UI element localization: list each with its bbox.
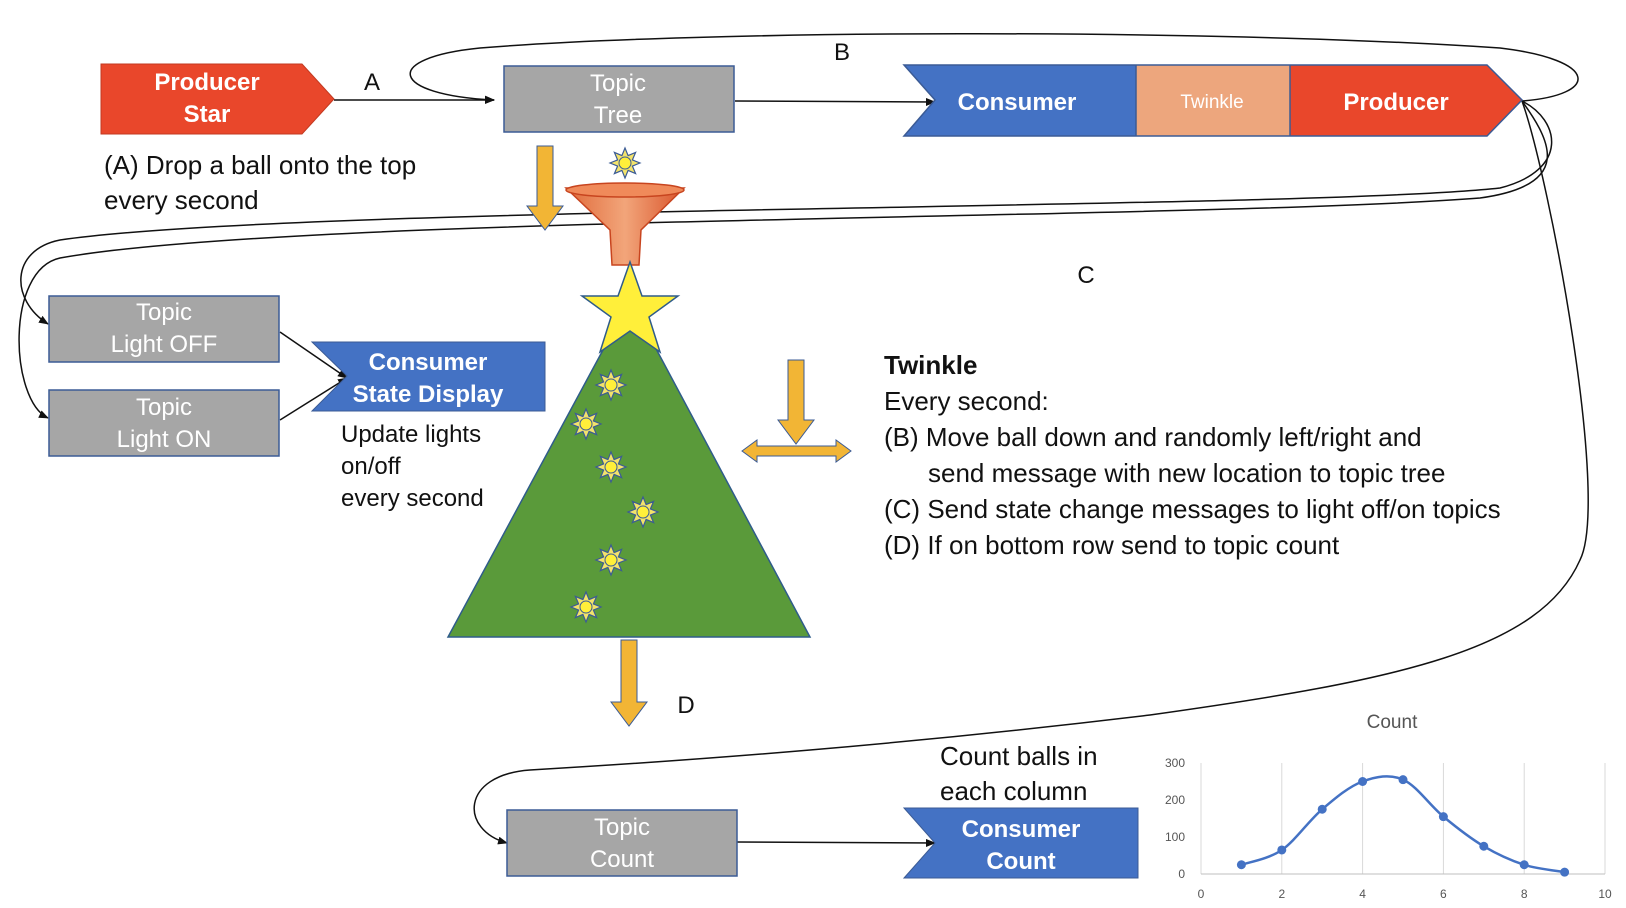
chart-data-point: [1236, 860, 1246, 870]
note-update-line2: on/off: [341, 453, 401, 480]
chart-data-point: [1398, 775, 1408, 785]
topic-light-off-line2: Light OFF: [111, 331, 218, 358]
label-c: C: [1077, 262, 1094, 289]
chart-data-point: [1317, 804, 1327, 814]
note-count-line2: each column: [940, 776, 1087, 806]
consumer-state-display-line1: Consumer: [369, 349, 488, 376]
note-update-line1: Update lights: [341, 421, 481, 448]
sun-light-icon: [594, 450, 628, 484]
x-tick-label: 10: [1598, 887, 1612, 901]
producer-star-line1: Producer: [154, 69, 259, 96]
sun-light-icon: [626, 495, 660, 529]
twinkle-service-node: Consumer Twinkle Producer: [902, 64, 1524, 137]
x-tick-label: 0: [1198, 887, 1205, 901]
topic-tree-line2: Tree: [594, 102, 642, 129]
chart-grid: [1200, 763, 1606, 874]
chart-data-point: [1358, 777, 1368, 786]
twinkle-line2: (B) Move ball down and randomly left/rig…: [884, 422, 1422, 452]
twinkle-description: Twinkle Every second: (B) Move ball down…: [884, 350, 1501, 560]
christmas-tree-illustration: [446, 146, 812, 638]
producer-star-node: Producer Star: [100, 63, 335, 135]
arrow-b-loop: [409, 33, 1579, 104]
y-tick-label: 200: [1165, 793, 1185, 807]
arrow-c-light-on: [18, 100, 1548, 419]
connectors: [18, 33, 1589, 847]
consumer-state-display-node: Consumer State Display: [310, 341, 546, 412]
twinkle-line1: Every second:: [884, 386, 1049, 416]
chart-data-point: [1438, 812, 1448, 822]
topic-tree-line1: Topic: [590, 70, 646, 97]
chart-data-point: [1560, 867, 1570, 877]
arrow-d-loop: [473, 100, 1589, 845]
label-d: D: [677, 692, 694, 719]
consumer-count-node: Consumer Count: [902, 807, 1139, 879]
y-tick-label: 100: [1165, 830, 1185, 844]
chart-series-line: [1240, 775, 1565, 874]
note-count-line1: Count balls in: [940, 741, 1098, 771]
chart-data-point: [1519, 860, 1529, 870]
twinkle-line3: send message with new location to topic …: [928, 458, 1445, 488]
x-tick-label: 8: [1521, 887, 1528, 901]
tree-lights: [569, 146, 660, 624]
y-tick-label: 300: [1165, 756, 1185, 770]
y-tick-label: 0: [1178, 867, 1185, 881]
x-tick-label: 2: [1278, 887, 1285, 901]
twinkle-heading: Twinkle: [884, 350, 977, 380]
star-icon: [579, 259, 681, 354]
twinkle-label: Twinkle: [1180, 92, 1243, 113]
label-a: A: [364, 69, 380, 96]
twinkle-line5: (D) If on bottom row send to topic count: [884, 530, 1340, 560]
drop-arrow-icon: [526, 145, 564, 231]
note-a-line1: (A) Drop a ball onto the top: [104, 150, 416, 180]
twinkle-consumer-label: Consumer: [958, 89, 1077, 116]
topic-count-line1: Topic: [594, 814, 650, 841]
x-tick-label: 4: [1359, 887, 1366, 901]
sun-light-icon: [608, 146, 642, 180]
topic-light-off-node: Topic Light OFF: [48, 295, 280, 363]
tree-icon: [446, 298, 812, 638]
chart-series: [1236, 775, 1570, 877]
consumer-state-display-line2: State Display: [353, 381, 504, 408]
topic-light-on-node: Topic Light ON: [48, 389, 280, 457]
topic-light-on-line2: Light ON: [117, 426, 212, 453]
sun-light-icon: [569, 407, 603, 441]
yellow-arrows: [526, 145, 852, 727]
consumer-count-line2: Count: [986, 848, 1055, 875]
sun-light-icon: [594, 543, 628, 577]
left-right-arrow-icon: [741, 439, 852, 463]
arrow-tree-to-twinkle: [734, 97, 936, 106]
twinkle-line4: (C) Send state change messages to light …: [884, 494, 1501, 524]
topic-count-node: Topic Count: [506, 809, 738, 877]
sun-light-icon: [569, 590, 603, 624]
arrow-c-light-off: [20, 100, 1553, 325]
twinkle-producer-label: Producer: [1343, 89, 1448, 116]
move-down-arrow-icon: [777, 359, 815, 445]
arrow-light-off-to-display: [279, 331, 348, 379]
count-arrow-icon: [610, 639, 648, 727]
arrow-light-on-to-display: [279, 377, 348, 421]
chart-data-point: [1277, 845, 1287, 855]
label-b: B: [834, 39, 850, 66]
x-tick-label: 6: [1440, 887, 1447, 901]
topic-light-on-line1: Topic: [136, 394, 192, 421]
topic-count-line2: Count: [590, 846, 654, 873]
chart-data-point: [1479, 841, 1489, 851]
chart-title: Count: [1367, 712, 1418, 733]
producer-star-line2: Star: [184, 101, 231, 128]
consumer-count-line1: Consumer: [962, 816, 1081, 843]
topic-light-off-line1: Topic: [136, 299, 192, 326]
arrow-count-to-consumer: [736, 838, 936, 847]
funnel-icon: [564, 182, 686, 266]
note-update-line3: every second: [341, 485, 484, 512]
sun-light-icon: [594, 368, 628, 402]
note-a-line2: every second: [104, 185, 259, 215]
topic-tree-node: Topic Tree: [503, 65, 735, 133]
